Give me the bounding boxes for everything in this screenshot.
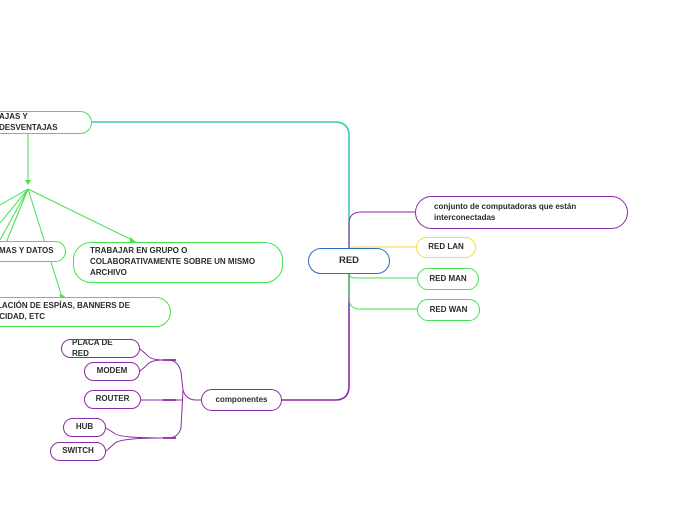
edge-to-hub — [105, 427, 164, 439]
edge-to-placa — [139, 348, 164, 361]
node-componentes[interactable]: componentes — [201, 389, 282, 411]
node-placa-label: PLACA DE RED — [72, 339, 113, 358]
node-hub-label: HUB — [75, 422, 94, 432]
node-ventajas-desventajas[interactable]: AJAS Y DESVENTAJAS — [0, 111, 92, 134]
arrowhead — [130, 237, 136, 243]
node-definition[interactable]: conjunto de computadoras que están inter… — [415, 196, 628, 229]
node-switch-label: SWITCH — [62, 446, 94, 456]
node-red-lan[interactable]: RED LAN — [416, 237, 476, 258]
node-red-man[interactable]: RED MAN — [417, 268, 479, 290]
edge-hub-to-trabajar — [27, 188, 135, 242]
node-red-wan[interactable]: RED WAN — [417, 299, 480, 321]
node-trabajar-grupo[interactable]: TRABAJAR EN GRUPO O COLABORATIVAMENTE SO… — [73, 242, 283, 283]
edge-hub-to-programas — [5, 188, 29, 244]
edge-componentes-lower — [163, 389, 184, 439]
node-programas-datos[interactable]: MAS Y DATOS — [0, 241, 66, 262]
edge-red-to-definition — [348, 211, 415, 260]
node-modem[interactable]: MODEM — [84, 362, 140, 381]
root-node-label: RED — [338, 254, 360, 266]
arrowhead — [25, 180, 31, 185]
node-trabajar-label: TRABAJAR EN GRUPO O COLABORATIVAMENTE SO… — [90, 246, 256, 277]
node-router[interactable]: ROUTER — [84, 390, 141, 409]
edge-hub-fan-2 — [0, 188, 29, 224]
node-instalacion-espias[interactable]: LACIÓN DE ESPÍAS, BANNERS DE ICIDAD, ETC — [0, 297, 171, 327]
node-red-wan-label: RED WAN — [429, 304, 468, 314]
node-programas-label: MAS Y DATOS — [0, 246, 54, 256]
edge-hub-fan-1 — [0, 188, 29, 206]
node-router-label: ROUTER — [95, 394, 130, 404]
edge-hub-fan-3 — [0, 188, 29, 241]
node-instalacion-label: LACIÓN DE ESPÍAS, BANNERS DE ICIDAD, ETC — [0, 301, 130, 321]
node-switch[interactable]: SWITCH — [50, 442, 106, 461]
edge-componentes-trunk — [163, 359, 201, 401]
node-componentes-label: componentes — [215, 394, 268, 404]
node-ventajas-label: AJAS Y DESVENTAJAS — [0, 111, 58, 132]
edge-red-to-ventajas — [92, 121, 350, 260]
node-hub[interactable]: HUB — [63, 418, 106, 437]
edge-to-modem — [139, 359, 164, 372]
node-red-lan-label: RED LAN — [428, 242, 464, 252]
node-placa-de-red[interactable]: PLACA DE RED — [61, 339, 140, 358]
edge-red-to-wan — [348, 260, 417, 310]
node-definition-label: conjunto de computadoras que están inter… — [434, 201, 577, 222]
edge-red-to-componentes — [281, 260, 350, 401]
node-red-man-label: RED MAN — [429, 273, 467, 283]
root-node-red[interactable]: RED — [308, 248, 390, 274]
node-modem-label: MODEM — [96, 366, 128, 376]
edge-to-switch — [105, 437, 164, 452]
